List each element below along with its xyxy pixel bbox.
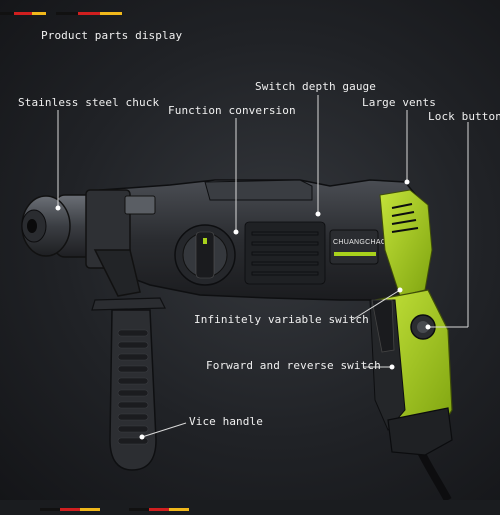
side-handle — [91, 297, 166, 471]
label-large-vents: Large vents — [362, 96, 436, 109]
leader-lines — [57, 95, 469, 438]
label-lock-button: Lock button — [428, 110, 500, 123]
leader-dots — [55, 179, 431, 440]
ribbed-housing — [244, 221, 326, 285]
power-cord — [416, 448, 452, 500]
handle-clamp — [93, 249, 141, 297]
page-title: Product parts display — [41, 29, 183, 42]
rotary-hammer-illustration: CHUANGCHAO — [21, 95, 469, 500]
label-vice-handle: Vice handle — [189, 415, 263, 428]
label-switch-depth-gauge: Switch depth gauge — [255, 80, 377, 93]
label-forward-reverse-switch: Forward and reverse switch — [206, 359, 381, 372]
top-flag-stripe — [0, 0, 122, 15]
chuck — [21, 189, 156, 269]
label-function-conversion: Function conversion — [168, 104, 296, 117]
brand-panel — [329, 229, 379, 265]
brand-accent-stripe — [334, 252, 376, 256]
brand-label: CHUANGCHAO — [333, 239, 387, 246]
function-knob — [174, 224, 236, 286]
label-infinitely-variable-switch: Infinitely variable switch — [194, 313, 369, 326]
handle-base — [387, 407, 453, 456]
label-stainless-steel-chuck: Stainless steel chuck — [18, 96, 160, 109]
top-ridge — [204, 179, 313, 201]
trigger — [371, 299, 395, 353]
large-vents — [391, 203, 419, 233]
